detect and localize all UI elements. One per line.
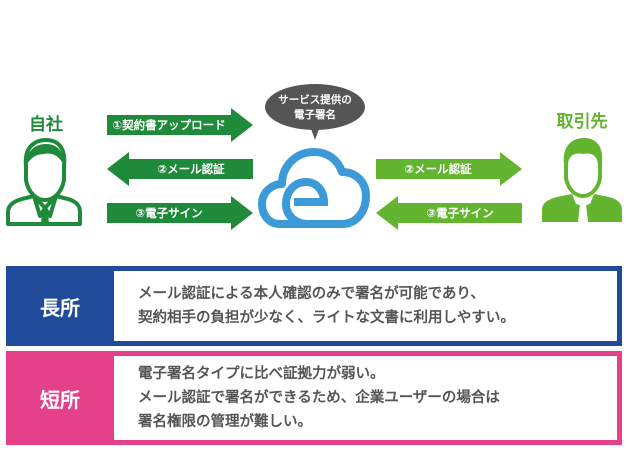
arrow-label: ③電子サイン xyxy=(426,206,494,220)
cloud-e-icon xyxy=(258,144,370,230)
cons-line: 署名権限の管理が難しい。 xyxy=(138,414,312,430)
arrow-e-sign-left: ③電子サイン xyxy=(107,196,253,230)
arrow-label: ②メール認証 xyxy=(404,162,472,176)
arrow-contract-upload: ①契約書アップロード xyxy=(107,108,253,142)
party-label-partner: 取引先 xyxy=(556,112,608,132)
pros-line: 契約相手の負担が少なく、ライトな文書に利用しやすい。 xyxy=(138,310,515,326)
arrow-e-sign-right: ③電子サイン xyxy=(376,196,522,230)
arrow-label: ②メール認証 xyxy=(157,162,225,176)
arrow-label: ①契約書アップロード xyxy=(112,118,226,132)
bubble-text: サービス提供の 電子署名 xyxy=(265,93,365,123)
cons-tag: 短所 xyxy=(40,387,80,412)
businessman-outline-icon xyxy=(4,136,84,226)
cons-line: 電子署名タイプに比べ証拠力が弱い。 xyxy=(138,366,385,382)
cons-line: メール認証で署名ができるため、企業ユーザーの場合は xyxy=(138,390,500,406)
bubble-line-1: サービス提供の xyxy=(278,94,352,106)
cons-body: 電子署名タイプに比べ証拠力が弱い。 メール認証で署名ができるため、企業ユーザーの… xyxy=(114,356,617,440)
pros-body: メール認証による本人確認のみで署名が可能であり、 契約相手の負担が少なく、ライト… xyxy=(114,271,617,341)
service-speech-bubble: サービス提供の 電子署名 xyxy=(265,84,365,140)
pros-line: メール認証による本人確認のみで署名が可能であり、 xyxy=(138,286,485,302)
arrow-email-auth-right: ②メール認証 xyxy=(376,152,522,186)
arrow-label: ③電子サイン xyxy=(135,206,203,220)
pros-panel: 長所 メール認証による本人確認のみで署名が可能であり、 契約相手の負担が少なく、… xyxy=(6,266,622,346)
bubble-line-2: 電子署名 xyxy=(294,109,336,121)
businessman-filled-icon xyxy=(540,134,624,224)
arrow-email-auth-left: ②メール認証 xyxy=(107,152,253,186)
pros-tag: 長所 xyxy=(40,295,80,320)
party-label-self: 自社 xyxy=(29,115,63,135)
cons-panel: 短所 電子署名タイプに比べ証拠力が弱い。 メール認証で署名ができるため、企業ユー… xyxy=(6,351,622,445)
